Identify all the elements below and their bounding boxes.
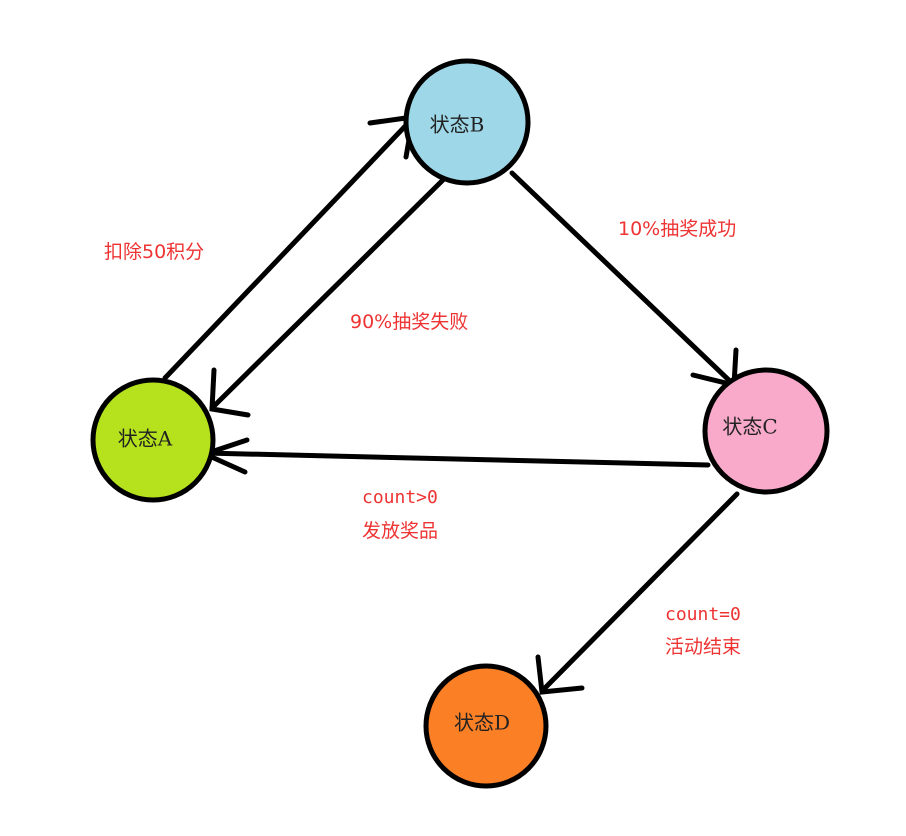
- edge-b-to-a-label: 90%抽奖失败: [350, 311, 468, 333]
- node-state-d: 状态D: [423, 663, 549, 789]
- edge-a-to-b-label: 扣除50积分: [104, 241, 204, 263]
- edge-c-to-a-action: 发放奖品: [362, 520, 438, 542]
- edge-c-to-d-line: [539, 491, 740, 694]
- edge-c-to-a: [198, 437, 711, 475]
- edge-b-to-a-line: [209, 173, 450, 411]
- node-state-b: 状态B: [403, 58, 531, 186]
- edge-b-to-c-label: 10%抽奖成功: [618, 218, 736, 240]
- node-state-c-label: 状态C: [722, 415, 777, 439]
- edge-c-to-d-arrowhead: [535, 654, 585, 695]
- node-state-d-label: 状态D: [454, 711, 510, 735]
- node-state-a-circle: [90, 377, 216, 503]
- node-state-c-circle: [702, 367, 830, 495]
- node-state-b-label: 状态B: [430, 113, 485, 137]
- node-state-a-label: 状态A: [118, 427, 173, 451]
- node-state-c: 状态C: [702, 367, 830, 495]
- node-state-d-circle: [423, 663, 549, 789]
- edge-c-to-d: [535, 491, 740, 695]
- edge-b-to-a: [209, 173, 450, 418]
- edge-c-to-d-action: 活动结束: [665, 636, 741, 658]
- node-state-a: 状态A: [90, 377, 216, 503]
- edge-a-to-b-line: [162, 115, 416, 381]
- node-state-b-circle: [403, 58, 531, 186]
- edge-c-to-a-condition: count>0: [362, 487, 438, 508]
- edge-b-to-c: [509, 170, 739, 389]
- edge-c-to-a-line: [202, 450, 711, 468]
- edge-c-to-d-condition: count=0: [665, 604, 741, 625]
- edge-b-to-c-line: [509, 170, 737, 388]
- edge-b-to-a-arrowhead: [209, 367, 251, 418]
